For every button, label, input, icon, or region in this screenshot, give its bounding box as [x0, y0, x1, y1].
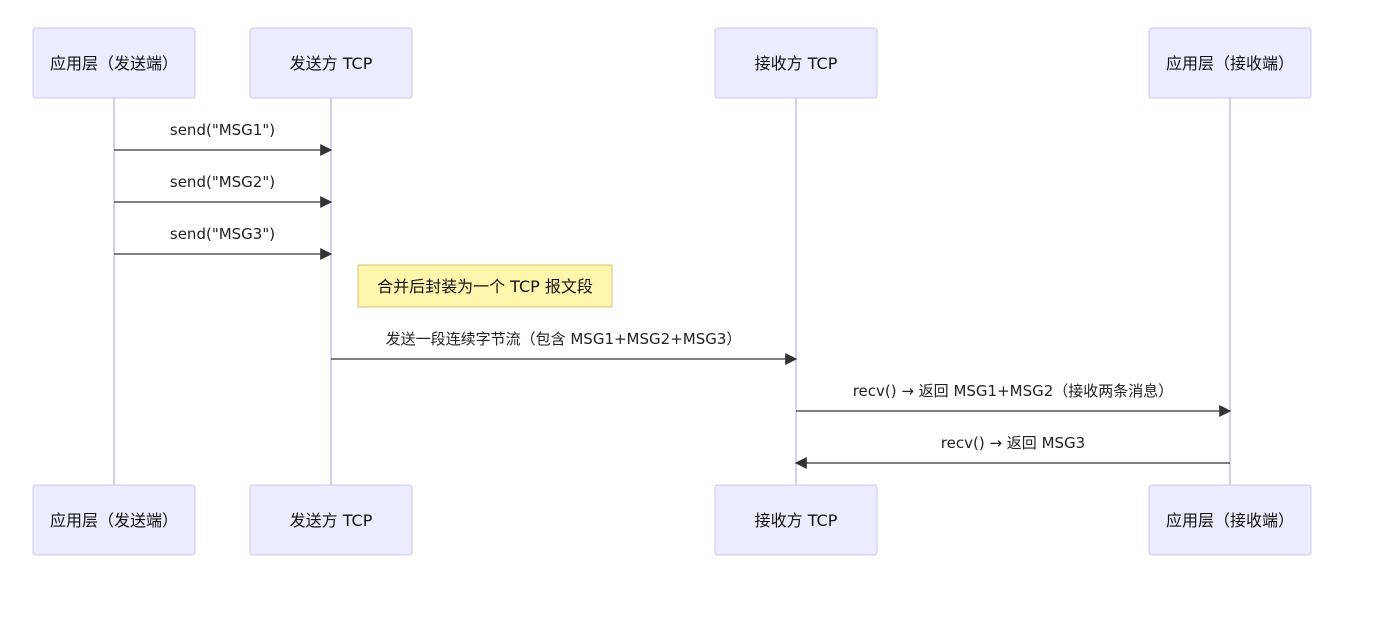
- note-box: [357, 264, 613, 308]
- participant-tcp_recv-bottom: 接收方 TCP: [714, 484, 878, 556]
- message-3: send("MSG3"): [114, 225, 333, 260]
- message-label: send("MSG3"): [170, 225, 275, 243]
- participants: 应用层（发送端） 应用层（发送端） 发送方 TCP 发送方 TCP 接收方 TCP 接收方…: [32, 27, 1312, 556]
- message-2: send("MSG2"): [114, 173, 333, 208]
- participant-box: [32, 27, 196, 99]
- participant-label: 接收方 TCP: [755, 511, 838, 530]
- message-label: send("MSG2"): [170, 173, 275, 191]
- participant-box: [1148, 27, 1312, 99]
- participant-app_recv-top: 应用层（接收端）: [1148, 27, 1312, 99]
- message-6: recv() → 返回 MSG3: [794, 434, 1230, 469]
- participant-tcp_send-top: 发送方 TCP: [249, 27, 413, 99]
- participant-label: 应用层（发送端）: [50, 54, 178, 73]
- message-4: 发送一段连续字节流（包含 MSG1+MSG2+MSG3）: [331, 330, 798, 365]
- message-5: recv() → 返回 MSG1+MSG2（接收两条消息）: [796, 382, 1232, 417]
- participant-label: 发送方 TCP: [290, 511, 373, 530]
- participant-tcp_send-bottom: 发送方 TCP: [249, 484, 413, 556]
- message-label: recv() → 返回 MSG1+MSG2（接收两条消息）: [853, 382, 1174, 400]
- participant-box: [32, 484, 196, 556]
- participant-label: 发送方 TCP: [290, 54, 373, 73]
- participant-box: [249, 27, 413, 99]
- participant-app_recv-bottom: 应用层（接收端）: [1148, 484, 1312, 556]
- participant-box: [714, 484, 878, 556]
- participant-box: [249, 484, 413, 556]
- participant-label: 接收方 TCP: [755, 54, 838, 73]
- note-group: 合并后封装为一个 TCP 报文段: [357, 264, 613, 308]
- participant-app_send-bottom: 应用层（发送端）: [32, 484, 196, 556]
- participant-tcp_recv-top: 接收方 TCP: [714, 27, 878, 99]
- messages: send("MSG1") send("MSG2") send("MSG3") 发送一段…: [114, 121, 1232, 469]
- message-label: recv() → 返回 MSG3: [941, 434, 1085, 452]
- message-1: send("MSG1"): [114, 121, 333, 156]
- participant-box: [1148, 484, 1312, 556]
- participant-box: [714, 27, 878, 99]
- lifelines: [113, 98, 1231, 485]
- participant-label: 应用层（接收端）: [1166, 511, 1294, 530]
- participant-label: 应用层（接收端）: [1166, 54, 1294, 73]
- message-label: send("MSG1"): [170, 121, 275, 139]
- participant-app_send-top: 应用层（发送端）: [32, 27, 196, 99]
- message-label: 发送一段连续字节流（包含 MSG1+MSG2+MSG3）: [386, 330, 742, 348]
- note-label: 合并后封装为一个 TCP 报文段: [377, 277, 593, 296]
- participant-label: 应用层（发送端）: [50, 511, 178, 530]
